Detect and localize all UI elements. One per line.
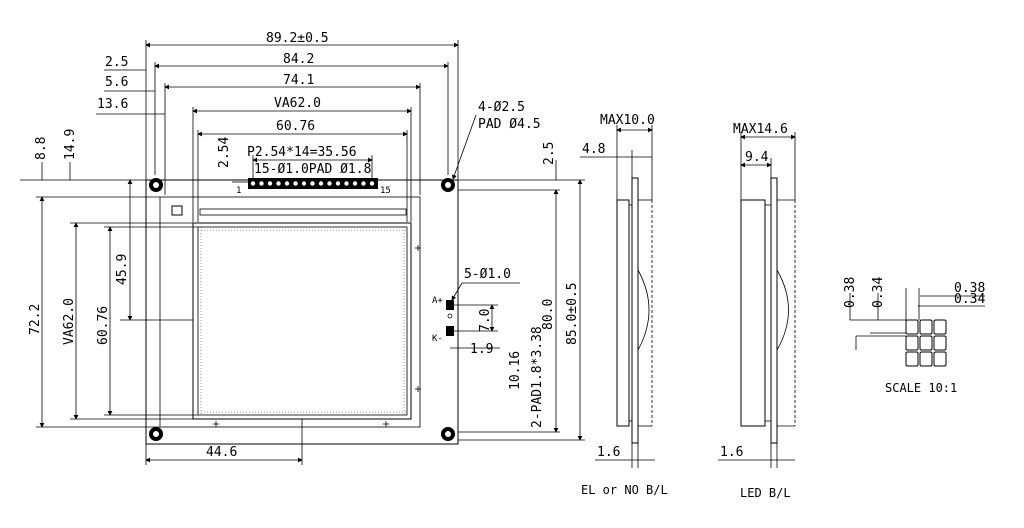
pin-hole (310, 181, 315, 186)
pin-hole (276, 181, 281, 186)
dim-va-width: VA62.0 (274, 96, 321, 111)
pixel-dot (933, 319, 947, 335)
led-pad-anode (446, 300, 454, 310)
pin-hole (361, 181, 366, 186)
front-view: 1 15 A+ K- (145, 178, 459, 445)
pixel-dot (905, 335, 919, 351)
side2-pcb-label: 1.6 (720, 445, 743, 460)
left-dimensions: 8.8 14.9 72.2 VA62.0 60.76 45.9 44.6 (20, 129, 303, 465)
active-area-hatch (198, 227, 407, 415)
pin-hole (250, 181, 256, 186)
pixel-dot (933, 351, 947, 367)
pixel-dot (933, 335, 947, 351)
dim-aa-width: 60.76 (276, 119, 315, 134)
pin-hole (318, 181, 324, 186)
dim-aa-height: 60.76 (96, 306, 111, 345)
pin-hole (284, 181, 290, 186)
detail-scale-label: SCALE 10:1 (885, 381, 957, 395)
bezel-outline (159, 196, 421, 428)
dim-va-height: VA62.0 (62, 298, 77, 345)
pixel-dot (919, 351, 933, 367)
side-view-el: MAX10.0 4.8 1.6 EL or NO B/L (580, 113, 668, 497)
pin-hole (369, 181, 375, 186)
dim-led-pitch: 7.0 (478, 309, 493, 332)
detail-dim-left-1: 0.38 (843, 277, 858, 308)
dim-led-offset: 1.9 (470, 342, 493, 357)
dim-offset-45-9: 45.9 (115, 254, 130, 285)
side-view-led: MAX14.6 9.4 1.6 LED B/L (718, 122, 796, 500)
detail-dim-left-2: 0.34 (871, 277, 886, 308)
dim-pin-holes: 15-Ø1.0PAD Ø1.8 (254, 162, 371, 177)
side1-max-label: MAX10.0 (600, 113, 655, 128)
pixel-detail: 0.38 0.34 0.38 0.34 SCALE 10:1 (843, 277, 985, 395)
pin-hole (259, 181, 264, 186)
pin15-label: 15 (380, 186, 391, 196)
dim-led-vert: 10.16 (508, 351, 523, 390)
dim-hole-pitch: 84.2 (283, 52, 314, 67)
dim-bezel-width: 74.1 (283, 73, 314, 88)
index-mark (171, 205, 183, 216)
detail-dim-top-2: 0.34 (954, 292, 985, 307)
right-dimensions: 2.5 80.0 85.0±0.5 5-Ø1.0 7.0 1.9 10.16 2… (450, 142, 585, 441)
frame-ticks (213, 245, 421, 427)
pin-hole (267, 181, 273, 186)
side1-pcb-label: 1.6 (597, 445, 620, 460)
pin-hole (327, 181, 332, 186)
dim-bottom-offset: 44.6 (206, 445, 237, 460)
pixel-dot (919, 319, 933, 335)
led-pad-cathode (446, 326, 454, 336)
mount-hole-tr (441, 178, 455, 192)
dim-overall-width: 89.2±0.5 (266, 31, 329, 46)
mount-hole-br (441, 427, 455, 441)
dim-pin-pitch: P2.54*14=35.56 (247, 145, 357, 160)
side2-max-label: MAX14.6 (733, 122, 788, 137)
pin-hole (335, 181, 341, 186)
pin-holes (250, 181, 375, 186)
detail-dim-top-1: 0.38 (954, 281, 985, 296)
dim-led-pad: 2-PAD1.8*3.38 (530, 326, 545, 428)
dim-overall-height-left: 72.2 (28, 304, 43, 335)
dim-pin-offset: 2.54 (217, 137, 232, 168)
top-dimensions: 89.2±0.5 84.2 74.1 VA62.0 60.76 2.5 5.6 … (96, 31, 541, 222)
pin1-label: 1 (236, 186, 241, 196)
side2-offset-label: 9.4 (745, 150, 769, 165)
dim-offset-14-9: 14.9 (63, 129, 78, 160)
side1-offset-label: 4.8 (582, 142, 605, 157)
dim-offset-5-6: 5.6 (105, 75, 128, 90)
dim-led-holes: 5-Ø1.0 (464, 267, 511, 282)
led-hole (447, 313, 453, 319)
side2-caption: LED B/L (740, 486, 791, 500)
mount-hole-tl (149, 178, 163, 192)
cathode-label: K- (432, 334, 443, 344)
dim-offset-2-5: 2.5 (105, 55, 128, 70)
dim-pcb-height: 80.0 (541, 299, 556, 330)
dim-mount-pad: PAD Ø4.5 (478, 117, 541, 132)
top-strip (199, 208, 407, 216)
pin-hole (352, 181, 358, 186)
dim-offset-13-6: 13.6 (97, 97, 128, 112)
pixel-dot (919, 335, 933, 351)
anode-label: A+ (432, 296, 443, 306)
pin-hole (293, 181, 298, 186)
pixel-dot (905, 351, 919, 367)
dim-overall-height: 85.0±0.5 (565, 282, 580, 345)
dim-offset-8-8: 8.8 (34, 137, 49, 160)
pixel-grid (905, 319, 947, 367)
pixel-dot (905, 319, 919, 335)
viewing-area (192, 222, 412, 420)
pin-hole (301, 181, 307, 186)
dim-right-top-offset: 2.5 (542, 142, 557, 165)
dim-mount-holes: 4-Ø2.5 (478, 100, 525, 115)
mount-hole-bl (149, 427, 163, 441)
active-area (197, 226, 408, 416)
pin-hole (344, 181, 349, 186)
side1-caption: EL or NO B/L (581, 483, 668, 497)
